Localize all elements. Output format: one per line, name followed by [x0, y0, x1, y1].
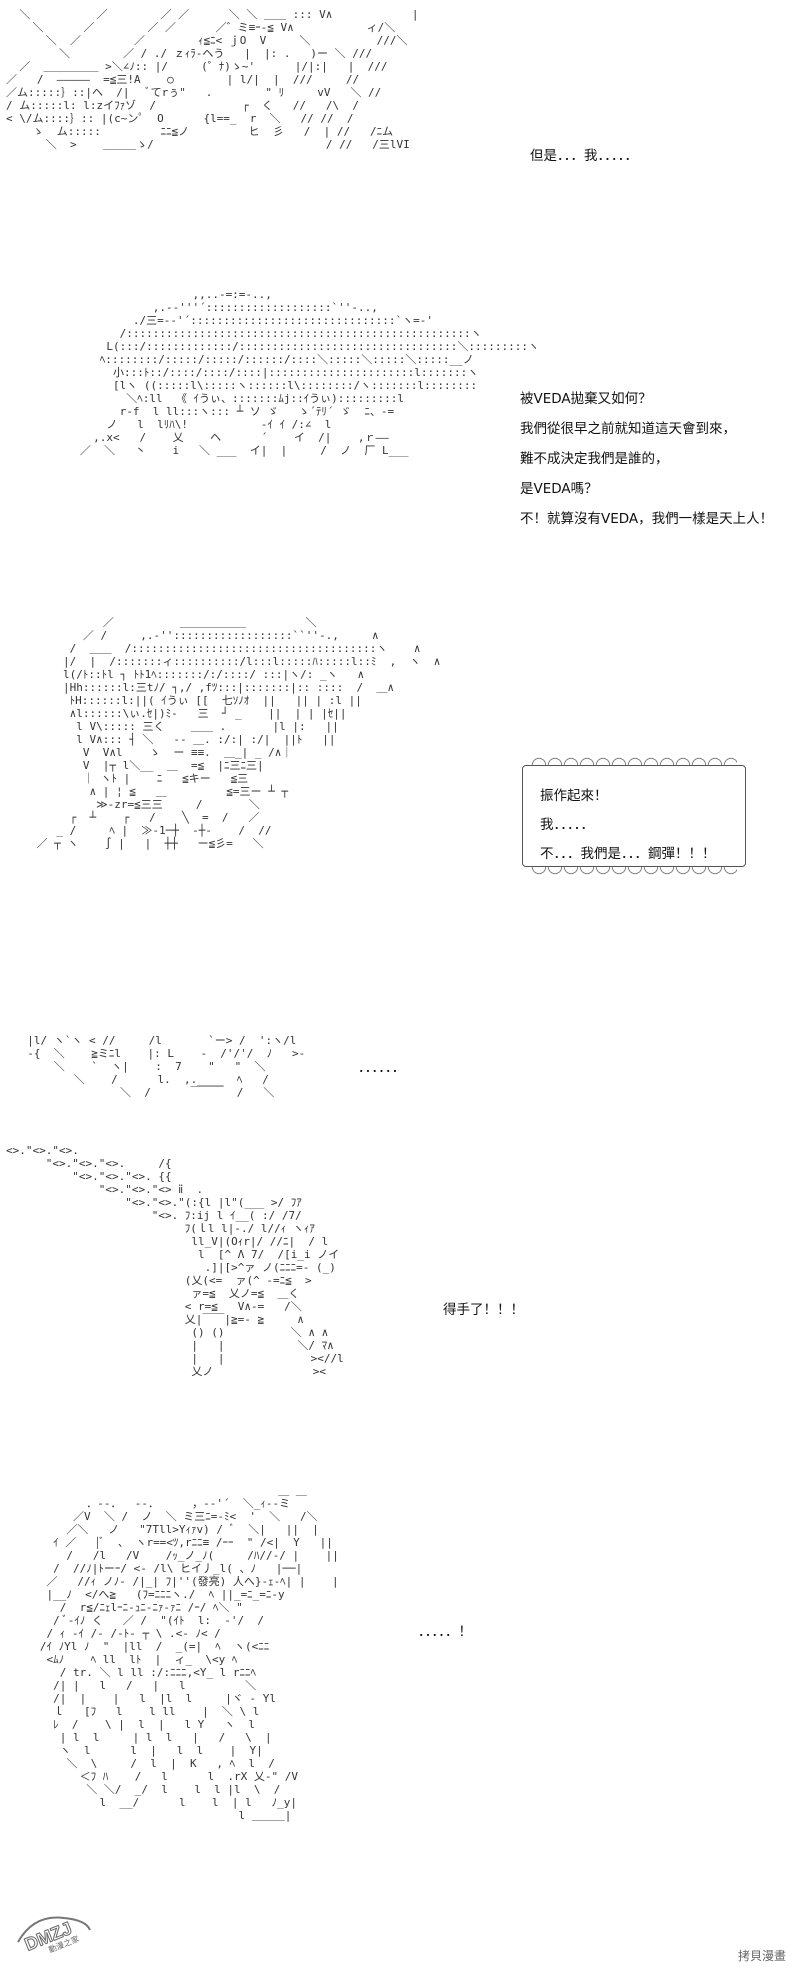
panel-3: ／ ＿＿＿＿＿＿ ＼ ／ / ,.-''::::::::::::::::::``…: [0, 610, 800, 1010]
corner-watermark: 拷貝漫畫: [737, 1949, 786, 1963]
panel-2: ,,..-=:=-.., ,.-‐'''´:::::::::::::::::::…: [0, 280, 800, 600]
dialog-line: 是VEDA嗎？: [520, 481, 598, 497]
dialog-line: ．．．．．！: [418, 1624, 472, 1640]
dialog-line: 被VEDA拋棄又如何？: [520, 391, 652, 407]
dialog-panel-1: 但是．．．我．．．．．: [530, 144, 638, 164]
ascii-art-panel-4: |l/ ヽ`ヽ < // /l `ー> / ':ヽ/l -{ ＼ ≧ミﾆl |:…: [27, 1034, 306, 1099]
dialog-panel-3: 振作起來！ 我．．．．． 不．．．我們是．．．鋼彈！！！: [540, 782, 716, 869]
dialog-line: 我們從很早之前就知道這天會到來，: [520, 421, 736, 437]
dialog-line: 不．．．我們是．．．鋼彈！！！: [540, 846, 716, 862]
dialog-line: ．．．．．．: [358, 1060, 406, 1076]
dialog-panel-4: ．．．．．．: [358, 1056, 405, 1076]
ascii-art-panel-1: ＼ ／ ／ ／ ＼ ＼ ＿＿ ::: V∧ | ＼ ／ ／ ／ ／゛ミ≡ｰ-≦ …: [6, 8, 419, 151]
ascii-art-panel-5: <>."<>."<>. "<>."<>."<>. /{ "<>."<>."<>.…: [6, 1144, 344, 1378]
dmzj-watermark: DMZJ 動漫之家: [14, 1908, 94, 1956]
dialog-line: 難不成決定我們是誰的，: [520, 451, 669, 467]
dialog-line: 振作起來！: [540, 788, 608, 804]
dialog-panel-2: 被VEDA拋棄又如何？ 我們從很早之前就知道這天會到來， 難不成決定我們是誰的，…: [520, 384, 773, 534]
speech-bubble: [522, 757, 746, 875]
ascii-art-panel-3: ／ ＿＿＿＿＿＿ ＼ ／ / ,.-''::::::::::::::::::``…: [36, 616, 441, 850]
dmzj-logo-icon: DMZJ 動漫之家: [17, 1916, 91, 1955]
panel-1: ＼ ／ ／ ／ ＼ ＼ ＿＿ ::: V∧ | ＼ ／ ／ ／ ／゛ミ≡ｰ-≦ …: [0, 0, 800, 230]
ascii-art-panel-2: ,,..-=:=-.., ,.-‐'''´:::::::::::::::::::…: [79, 288, 539, 457]
dialog-line: 但是．．．我．．．．．: [530, 148, 638, 164]
ascii-art-panel-6: ＿ ＿ ．--． --． ，-‐'´ ＼_ｨ--ミ ／V ＼ / ノ ＼ ミ三ﾆ…: [39, 1484, 339, 1822]
dialog-line: 我．．．．．: [540, 817, 594, 833]
dialog-line: 不！就算沒有VEDA，我們一樣是天上人！: [520, 511, 774, 527]
dialog-line: 得手了！！！: [443, 1302, 524, 1318]
panel-5: <>."<>."<>. "<>."<>."<>. /{ "<>."<>."<>.…: [0, 1140, 800, 1470]
panel-6: ＿ ＿ ．--． --． ，-‐'´ ＼_ｨ--ミ ／V ＼ / ノ ＼ ミ三ﾆ…: [0, 1480, 800, 1970]
dialog-panel-5: 得手了！！！: [443, 1298, 524, 1318]
dialog-panel-6: ．．．．．！: [418, 1620, 472, 1640]
panel-4: |l/ ヽ`ヽ < // /l `ー> / ':ヽ/l -{ ＼ ≧ミﾆl |:…: [0, 1030, 800, 1130]
